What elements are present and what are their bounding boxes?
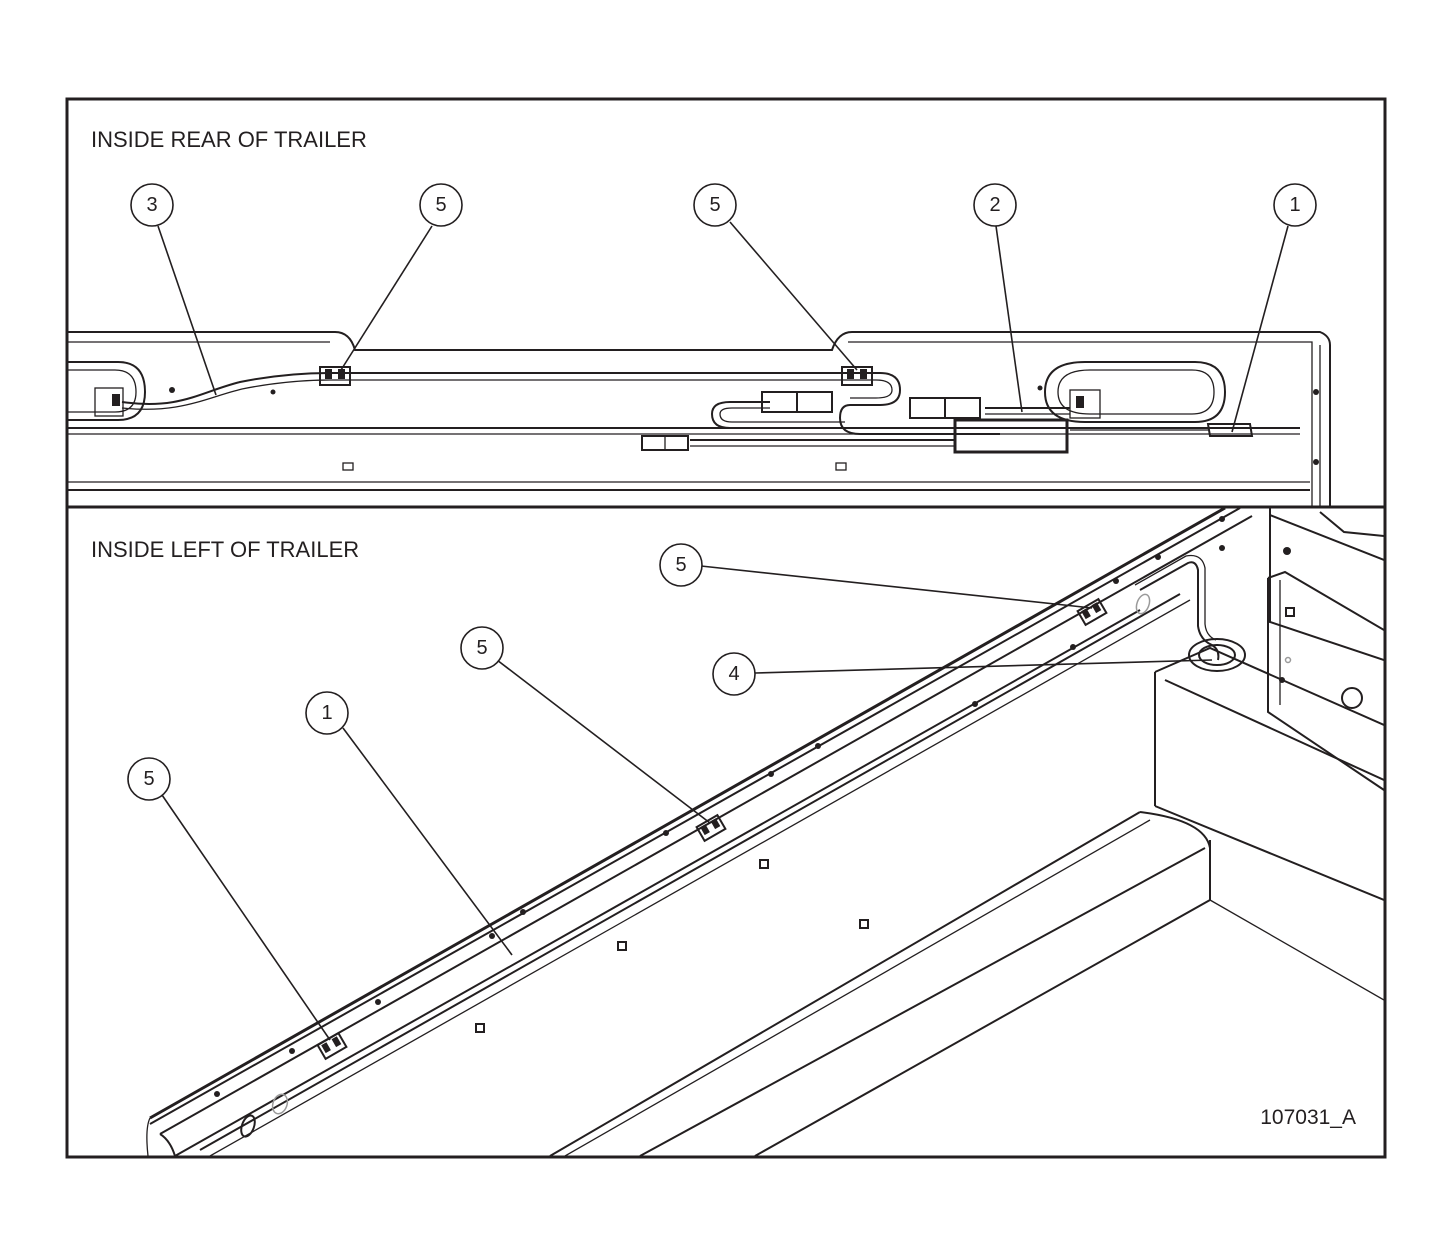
callout-left-4: 4	[712, 652, 756, 696]
callout-label: 1	[1289, 194, 1300, 216]
callout-label: 1	[321, 702, 332, 724]
wire-and-grommet	[1134, 554, 1246, 672]
rail-rivets	[214, 516, 1225, 1097]
rear-corner-post	[1219, 508, 1384, 791]
left-view-drawing	[146, 508, 1384, 1156]
callout-left-1: 1	[305, 691, 349, 735]
left-panel-title: INSIDE LEFT OF TRAILER	[91, 537, 359, 562]
callout-label: 5	[476, 637, 487, 659]
harness-connectors	[641, 391, 1254, 454]
side-wall-holes	[475, 859, 869, 1033]
wire-clips-left	[316, 597, 1108, 1061]
callout-rear-5b: 5	[693, 183, 737, 227]
wire-clips-rear	[319, 366, 873, 386]
bottom-panel-frame	[65, 505, 1387, 1159]
callout-label: 4	[728, 663, 739, 685]
callout-label: 5	[675, 554, 686, 576]
callout-left-5b: 5	[460, 626, 504, 670]
callout-left-5c: 5	[127, 757, 171, 801]
callout-label: 5	[709, 194, 720, 216]
callout-rear-3: 3	[130, 183, 174, 227]
callout-label: 2	[989, 194, 1000, 216]
left-tail-light	[68, 361, 147, 421]
rear-view-drawing	[68, 221, 1331, 506]
rear-panel-title: INSIDE REAR OF TRAILER	[91, 127, 367, 152]
wire-harness	[121, 372, 1300, 447]
callout-label: 3	[146, 194, 157, 216]
callout-rear-2: 2	[973, 183, 1017, 227]
right-tail-light	[1043, 361, 1227, 423]
callout-rear-1: 1	[1273, 183, 1317, 227]
drawing-id: 107031_A	[1260, 1106, 1356, 1129]
callout-left-5a: 5	[659, 543, 703, 587]
callout-label: 5	[143, 768, 154, 790]
wheel-box	[549, 646, 1384, 1156]
callout-label: 5	[435, 194, 446, 216]
callout-rear-5a: 5	[419, 183, 463, 227]
